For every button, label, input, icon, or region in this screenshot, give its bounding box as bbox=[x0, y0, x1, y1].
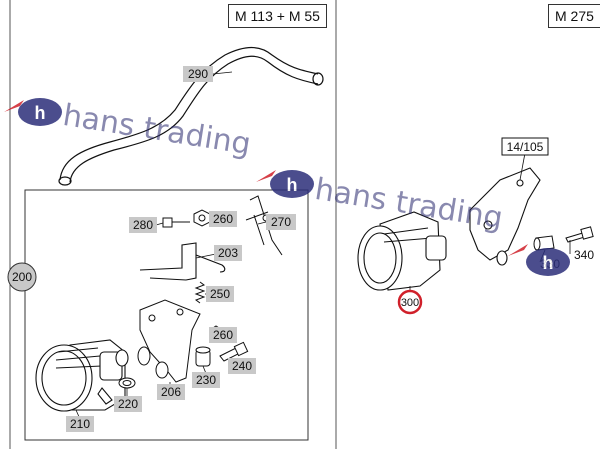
bracket-right bbox=[469, 167, 541, 266]
label-200: 200 bbox=[7, 262, 37, 292]
svg-text:h: h bbox=[287, 175, 298, 195]
label-14-105: 14/105 bbox=[501, 137, 549, 156]
svg-text:220: 220 bbox=[118, 397, 138, 411]
watermark-logo-icon: h bbox=[508, 244, 570, 276]
svg-text:h: h bbox=[35, 103, 46, 123]
bracket-203 bbox=[139, 242, 226, 281]
svg-text:203: 203 bbox=[218, 246, 238, 260]
sleeve-330 bbox=[533, 235, 555, 251]
label-260-lower: 260 bbox=[209, 327, 237, 343]
svg-text:300: 300 bbox=[401, 297, 419, 309]
svg-text:250: 250 bbox=[210, 287, 230, 301]
label-300: 300 bbox=[397, 289, 423, 315]
svg-text:h: h bbox=[543, 253, 554, 273]
header-left: M 113 + M 55 bbox=[228, 4, 327, 28]
assembly-box-200 bbox=[24, 189, 309, 441]
svg-text:260: 260 bbox=[213, 328, 233, 342]
label-220: 220 bbox=[114, 396, 142, 412]
svg-text:280: 280 bbox=[133, 218, 153, 232]
bolt-340 bbox=[565, 226, 594, 243]
label-280: 280 bbox=[129, 217, 157, 233]
label-260-upper: 260 bbox=[209, 211, 237, 227]
spring-250 bbox=[194, 281, 206, 304]
nut-260-upper bbox=[193, 209, 211, 227]
sleeve-230 bbox=[195, 346, 211, 367]
label-210: 210 bbox=[66, 416, 94, 432]
bolt-240 bbox=[219, 341, 249, 362]
label-250: 250 bbox=[206, 286, 234, 302]
label-203: 203 bbox=[214, 245, 242, 261]
label-270: 270 bbox=[266, 214, 296, 230]
label-290: 290 bbox=[183, 66, 213, 82]
screw-280 bbox=[162, 217, 190, 228]
svg-text:230: 230 bbox=[196, 373, 216, 387]
label-230: 230 bbox=[192, 372, 220, 388]
watermark-logo-icon: h bbox=[256, 170, 314, 198]
svg-text:200: 200 bbox=[12, 270, 32, 284]
label-206: 206 bbox=[157, 384, 185, 400]
svg-text:14/105: 14/105 bbox=[507, 140, 544, 154]
watermark-logo-icon: h bbox=[4, 98, 62, 126]
svg-text:206: 206 bbox=[161, 385, 181, 399]
svg-text:260: 260 bbox=[213, 212, 233, 226]
svg-text:210: 210 bbox=[70, 417, 90, 431]
pump-210 bbox=[35, 339, 129, 412]
svg-text:240: 240 bbox=[232, 359, 252, 373]
header-right: M 275 bbox=[548, 4, 600, 28]
label-240: 240 bbox=[228, 358, 256, 374]
label-340: 340 bbox=[574, 248, 594, 262]
svg-text:270: 270 bbox=[271, 215, 291, 229]
clip-220 bbox=[118, 377, 136, 389]
hose-290 bbox=[58, 46, 324, 186]
bracket-206 bbox=[137, 299, 201, 383]
pump-300 bbox=[357, 211, 447, 291]
svg-text:290: 290 bbox=[188, 67, 208, 81]
svg-text:340: 340 bbox=[574, 248, 594, 262]
